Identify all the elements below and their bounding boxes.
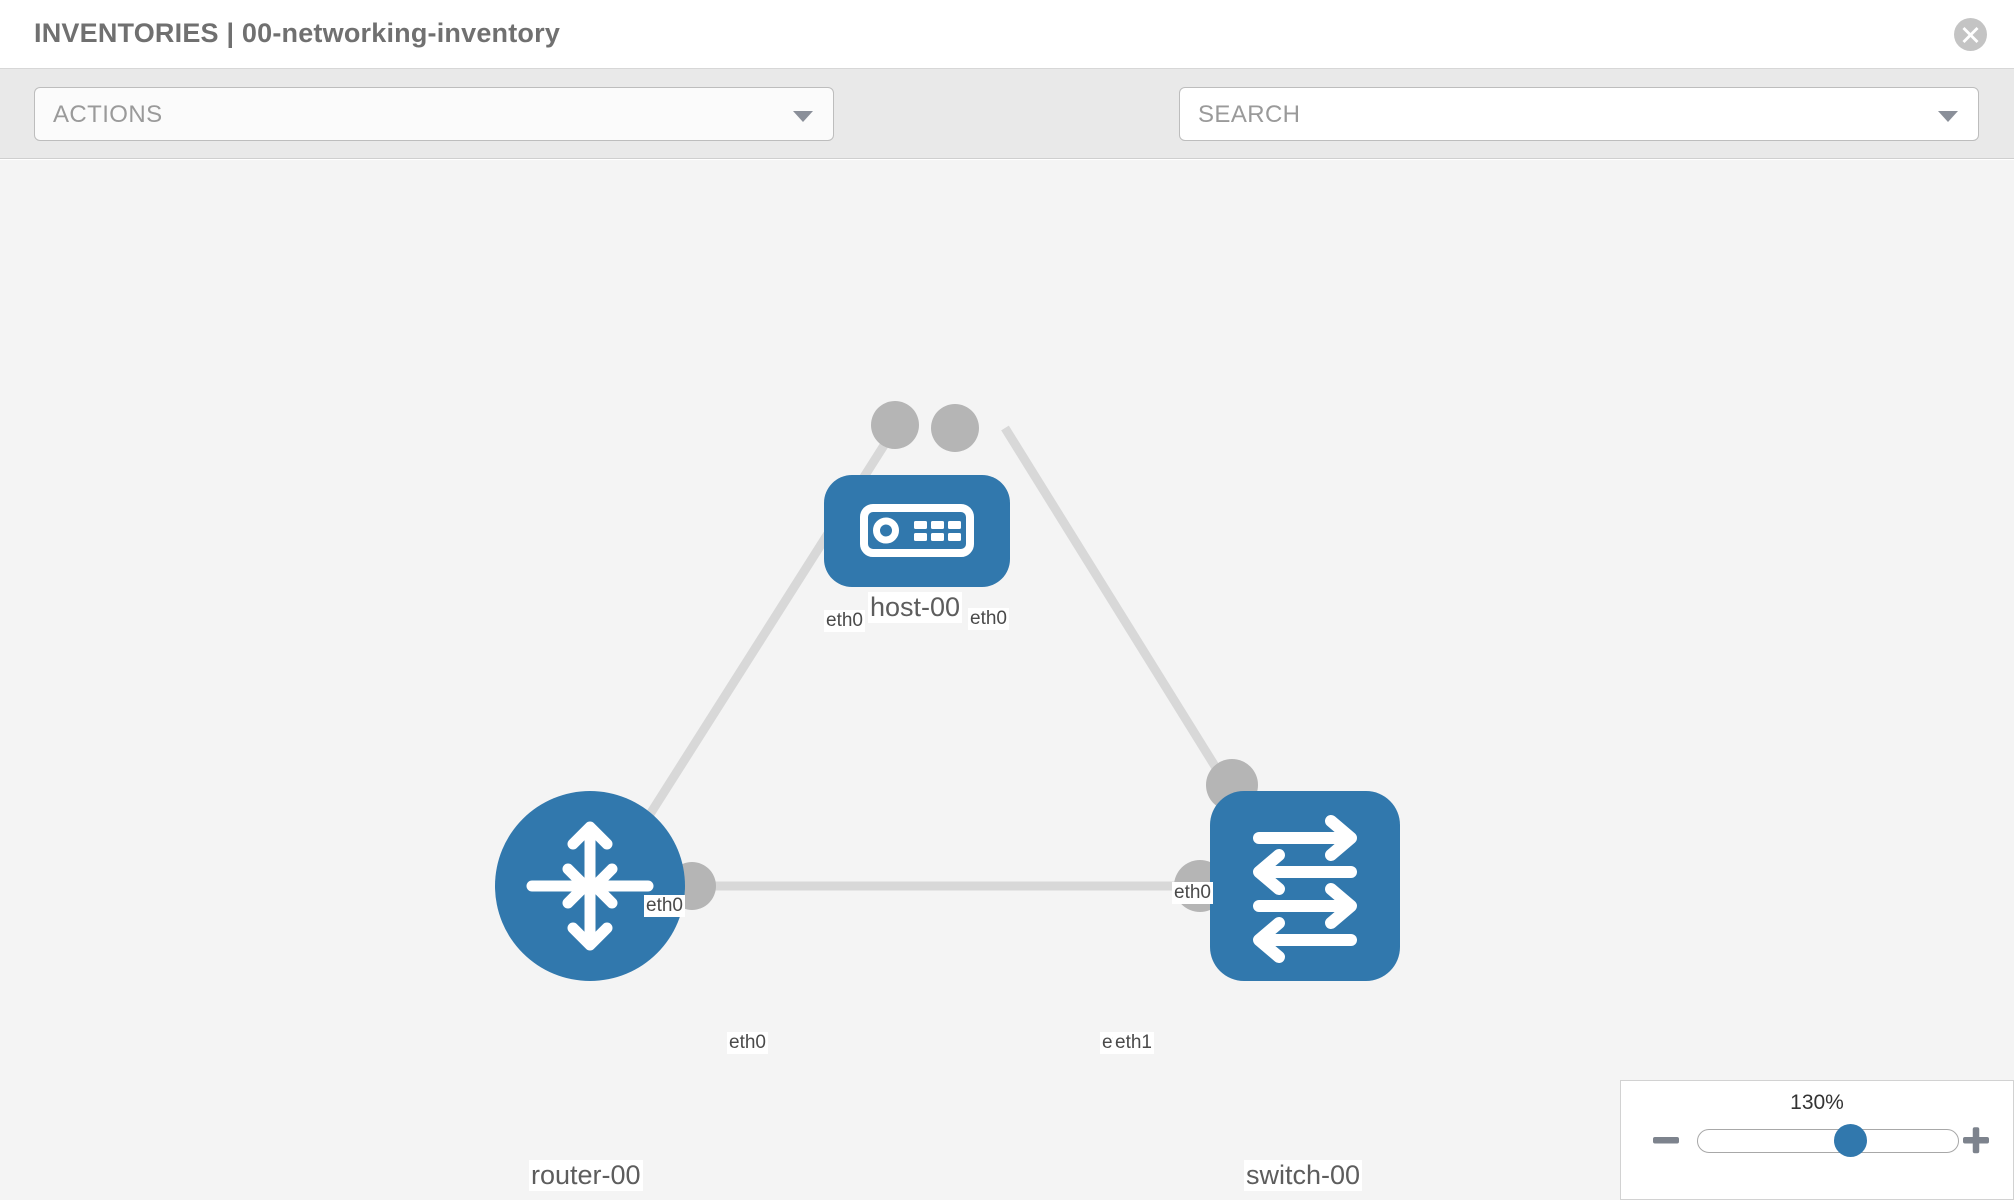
zoom-in-button[interactable]: [1961, 1125, 1991, 1155]
actions-dropdown[interactable]: ACTIONS: [34, 87, 834, 141]
node-router-00[interactable]: [495, 791, 685, 981]
host-power-led-icon: [873, 517, 899, 544]
node-switch-00[interactable]: [1210, 791, 1400, 981]
zoom-slider-track[interactable]: [1697, 1124, 1959, 1157]
node-label-switch-00[interactable]: switch-00: [1244, 1160, 1363, 1191]
search-input[interactable]: SEARCH: [1179, 87, 1979, 141]
port-label-host-right[interactable]: eth0: [968, 608, 1009, 630]
zoom-control-panel: 130%: [1620, 1080, 2014, 1200]
node-host-00[interactable]: [824, 475, 1010, 587]
topology-graph: [495, 401, 1400, 981]
topology-canvas[interactable]: eth0 host-00 eth0 eth0 eth0 eth0 eth0 et…: [0, 160, 2014, 1200]
search-placeholder: SEARCH: [1198, 101, 1301, 128]
port-host-right[interactable]: [931, 404, 979, 452]
toolbar: ACTIONS SEARC: [0, 69, 2014, 195]
page-title: INVENTORIES | 00-networking-inventory: [34, 18, 561, 48]
port-label-router-diagonal[interactable]: eth0: [644, 895, 685, 917]
port-host-left[interactable]: [871, 401, 919, 449]
zoom-out-button[interactable]: [1651, 1125, 1681, 1155]
port-label-switch-mid[interactable]: eth1: [1113, 1032, 1154, 1054]
close-icon[interactable]: [1954, 18, 1987, 51]
zoom-slider-thumb[interactable]: [1834, 1124, 1868, 1157]
chevron-down-icon[interactable]: [1938, 111, 1958, 122]
page-header: INVENTORIES | 00-networking-inventory: [0, 0, 2014, 69]
router-arrows-icon: [526, 821, 654, 951]
node-label-host-00[interactable]: host-00: [868, 592, 963, 623]
switch-arrows-icon: [1253, 815, 1357, 963]
port-label-router-mid[interactable]: eth0: [727, 1032, 768, 1054]
port-label-switch-diagonal[interactable]: eth0: [1172, 882, 1213, 904]
plus-icon: [1963, 1127, 1989, 1154]
edge-host-switch[interactable]: [1001, 425, 1240, 803]
host-port-grid-icon: [914, 521, 961, 541]
chevron-down-icon: [793, 111, 813, 122]
zoom-level-value: 130%: [1790, 1091, 1844, 1114]
minus-icon: [1653, 1137, 1679, 1144]
port-label-host-left[interactable]: eth0: [824, 610, 865, 632]
actions-dropdown-label: ACTIONS: [53, 101, 163, 128]
node-label-router-00[interactable]: router-00: [529, 1160, 643, 1191]
